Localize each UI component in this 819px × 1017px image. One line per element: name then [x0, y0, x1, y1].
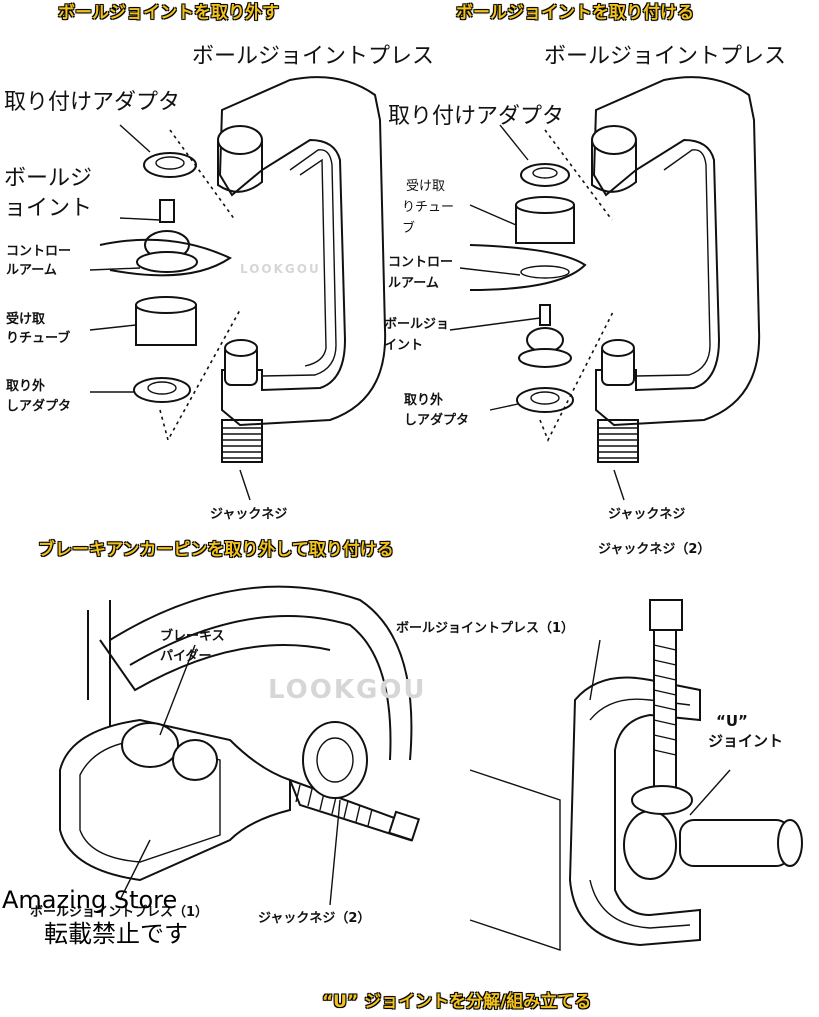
control-arm-label: ルアーム: [388, 276, 439, 291]
c-press-right: [449, 76, 761, 501]
remove-adapter-label: 取り外: [6, 379, 46, 394]
brake-spider-label: パイダー: [160, 649, 212, 664]
receive-tube-label: りチュー: [402, 200, 455, 215]
brake-anchor-title: ブレーキアンカーピンを取り外して取り付ける: [38, 540, 394, 560]
control-arm-label: コントロー: [388, 255, 454, 270]
u-joint-title: “U” ジョイントを分解/組み立てる: [322, 992, 592, 1012]
receive-tube-label: りチューブ: [6, 331, 71, 346]
install-adapter-label: 取り付けアダプタ: [4, 90, 181, 115]
copy-prohibited-notice: 転載禁止です: [44, 920, 188, 948]
remove-title: ボールジョイントを取り外す: [58, 3, 279, 23]
ball-joint-label: ョイント: [4, 196, 93, 221]
ball-joint-label: ボールジ: [4, 166, 93, 191]
ball-joint-label: イント: [384, 338, 424, 353]
jack-screw-label: ジャックネジ: [608, 507, 686, 522]
remove-adapter-label: 取り外: [404, 393, 444, 408]
ball-joint-label: ボールジョ: [384, 317, 450, 332]
jack-screw-label: ジャックネジ（2）: [258, 911, 371, 926]
press-label: ボールジョイントプレス（1）: [396, 621, 575, 636]
jack-screw-label: ジャックネジ（2）: [598, 542, 711, 557]
receive-tube-label: 受け取: [406, 179, 446, 194]
remove-adapter-label: しアダプタ: [6, 399, 72, 414]
press-label: ボールジョイントプレス: [192, 44, 435, 69]
control-arm-label: コントロー: [6, 244, 72, 259]
press-label: ボールジョイントプレス（1）: [30, 905, 209, 920]
watermark: LOOKGOU: [268, 675, 427, 705]
u-joint-drawing: [469, 599, 803, 951]
c-press-left: [89, 76, 387, 501]
receive-tube-label: 受け取: [6, 312, 46, 327]
u-joint-label: “U”: [716, 712, 748, 730]
store-name: Amazing Store: [2, 886, 178, 914]
remove-adapter-label: しアダプタ: [404, 413, 470, 428]
install-adapter-label: 取り付けアダプタ: [388, 104, 565, 129]
brake-anchor-drawing: [59, 585, 421, 906]
jack-screw-label: ジャックネジ: [210, 507, 288, 522]
u-joint-label: ジョイント: [708, 732, 784, 750]
control-arm-label: ルアーム: [6, 263, 57, 278]
press-label: ボールジョイントプレス: [544, 44, 787, 69]
brake-spider-label: ブレーキス: [160, 629, 225, 644]
watermark: LOOKGOU: [240, 262, 321, 276]
install-title: ボールジョイントを取り付ける: [456, 3, 694, 23]
receive-tube-label: ブ: [402, 221, 416, 236]
